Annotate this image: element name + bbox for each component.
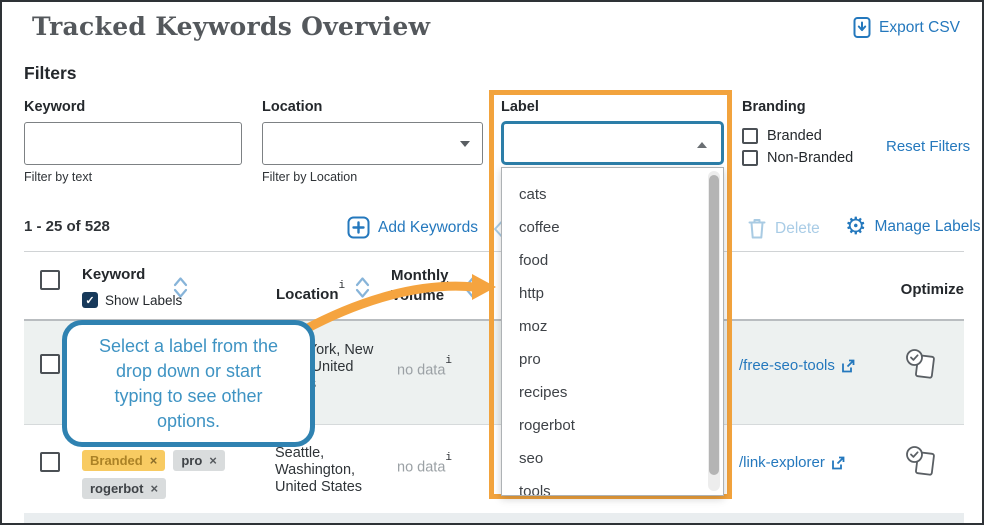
chevron-down-icon bbox=[460, 141, 470, 147]
toolbar-divider bbox=[24, 251, 964, 252]
remove-label-icon[interactable]: × bbox=[150, 481, 159, 496]
non-branded-label: Non-Branded bbox=[767, 150, 854, 166]
external-link-icon bbox=[841, 359, 855, 372]
row-checkbox[interactable] bbox=[40, 452, 60, 472]
result-range-text: 1 - 25 of 528 bbox=[24, 218, 110, 235]
row2-labels: Branded × pro × rogerbot × bbox=[82, 450, 242, 499]
sort-icon-location[interactable] bbox=[354, 274, 371, 301]
sort-icon-keyword[interactable] bbox=[172, 274, 189, 301]
info-icon[interactable]: i bbox=[445, 355, 452, 367]
optimize-icon[interactable] bbox=[905, 348, 939, 384]
label-option[interactable]: pro bbox=[519, 351, 541, 368]
scrollbar-thumb[interactable] bbox=[709, 175, 719, 475]
trash-icon bbox=[748, 219, 766, 239]
page-title: Tracked Keywords Overview bbox=[32, 12, 431, 41]
reset-filters-link[interactable]: Reset Filters bbox=[886, 138, 971, 155]
show-labels-label: Show Labels bbox=[105, 292, 183, 308]
keyword-column-header[interactable]: Keyword bbox=[82, 266, 146, 283]
sort-icon-monthly-volume[interactable] bbox=[464, 274, 481, 301]
delete-label: Delete bbox=[775, 219, 820, 237]
info-icon[interactable]: i bbox=[444, 281, 451, 293]
label-option[interactable]: rogerbot bbox=[519, 417, 575, 434]
add-keywords-label: Add Keywords bbox=[378, 218, 478, 236]
label-option[interactable]: coffee bbox=[519, 219, 560, 236]
export-csv-button[interactable]: Export CSV bbox=[852, 16, 960, 40]
row-monthly-volume: no datai bbox=[397, 355, 452, 379]
external-link-icon bbox=[831, 456, 845, 469]
non-branded-checkbox-row: Non-Branded bbox=[742, 150, 853, 166]
label-option[interactable]: cats bbox=[519, 186, 547, 203]
optimize-column-header: Optimize bbox=[900, 281, 964, 298]
download-icon bbox=[853, 17, 871, 38]
label-option[interactable]: tools bbox=[519, 483, 551, 496]
label-option[interactable]: http bbox=[519, 285, 545, 302]
keyword-filter-input[interactable] bbox=[24, 122, 242, 165]
show-labels-toggle[interactable]: ✓ Show Labels bbox=[82, 292, 182, 308]
monthly-volume-column-header[interactable]: Monthly Volumei bbox=[391, 267, 451, 304]
manage-labels-label: Manage Labels bbox=[874, 218, 981, 235]
label-option[interactable]: moz bbox=[519, 318, 548, 335]
table-row[interactable] bbox=[24, 513, 964, 523]
branded-checkbox[interactable] bbox=[742, 128, 758, 144]
row-monthly-volume: no datai bbox=[397, 452, 452, 476]
export-csv-label: Export CSV bbox=[879, 19, 960, 36]
location-filter-label: Location bbox=[262, 99, 323, 115]
label-option[interactable]: seo bbox=[519, 450, 544, 467]
label-tag[interactable]: rogerbot × bbox=[82, 478, 167, 499]
label-filter-label: Label bbox=[501, 99, 539, 115]
select-all-checkbox[interactable] bbox=[40, 270, 60, 290]
chevron-up-icon bbox=[697, 142, 707, 148]
location-filter-select[interactable] bbox=[262, 122, 483, 165]
optimize-icon[interactable] bbox=[905, 445, 939, 481]
gear-icon: ⚙ bbox=[845, 213, 867, 240]
location-column-header[interactable]: Locationi bbox=[276, 280, 346, 303]
header-divider bbox=[24, 319, 964, 321]
label-options-list: cats coffee food http moz pro recipes rogerbot s… bbox=[502, 168, 723, 496]
annotation-callout: Select a label from the drop down or sta… bbox=[62, 320, 315, 447]
label-tag-text: pro bbox=[181, 453, 203, 468]
delete-button[interactable]: Delete bbox=[747, 217, 820, 240]
row-location: Seattle, Washington, United States bbox=[275, 445, 363, 495]
branded-checkbox-row: Branded bbox=[742, 128, 822, 144]
non-branded-checkbox[interactable] bbox=[742, 150, 758, 166]
remove-label-icon[interactable]: × bbox=[149, 453, 158, 468]
manage-labels-button[interactable]: ⚙ Manage Labels bbox=[845, 215, 981, 239]
branding-filter-label: Branding bbox=[742, 99, 806, 115]
plus-icon bbox=[347, 216, 370, 239]
row-checkbox[interactable] bbox=[40, 354, 60, 374]
info-icon[interactable]: i bbox=[445, 452, 452, 464]
label-option[interactable]: recipes bbox=[519, 384, 568, 401]
keyword-filter-label: Keyword bbox=[24, 99, 86, 115]
branded-label: Branded bbox=[767, 128, 822, 144]
callout-text: Select a label from the drop down or sta… bbox=[98, 335, 279, 431]
label-tag-text: rogerbot bbox=[90, 481, 144, 496]
keyword-filter-helper: Filter by text bbox=[24, 170, 93, 184]
label-tag[interactable]: pro × bbox=[173, 450, 225, 471]
add-keywords-button[interactable]: Add Keywords bbox=[347, 216, 478, 239]
label-filter-combobox[interactable] bbox=[501, 121, 724, 165]
label-tag-text: Branded bbox=[90, 453, 143, 468]
label-options-dropdown[interactable]: cats coffee food http moz pro recipes rogerbot s… bbox=[501, 167, 724, 496]
row-page-link[interactable]: /link-explorer bbox=[739, 454, 845, 471]
label-tag[interactable]: Branded × bbox=[82, 450, 166, 471]
label-option[interactable]: food bbox=[519, 252, 549, 269]
location-filter-helper: Filter by Location bbox=[262, 170, 358, 184]
info-icon[interactable]: i bbox=[338, 280, 346, 292]
row-page-link[interactable]: /free-seo-tools bbox=[739, 357, 855, 374]
remove-label-icon[interactable]: × bbox=[209, 453, 217, 468]
checked-checkbox-icon[interactable]: ✓ bbox=[82, 292, 98, 308]
filters-heading: Filters bbox=[24, 63, 77, 83]
